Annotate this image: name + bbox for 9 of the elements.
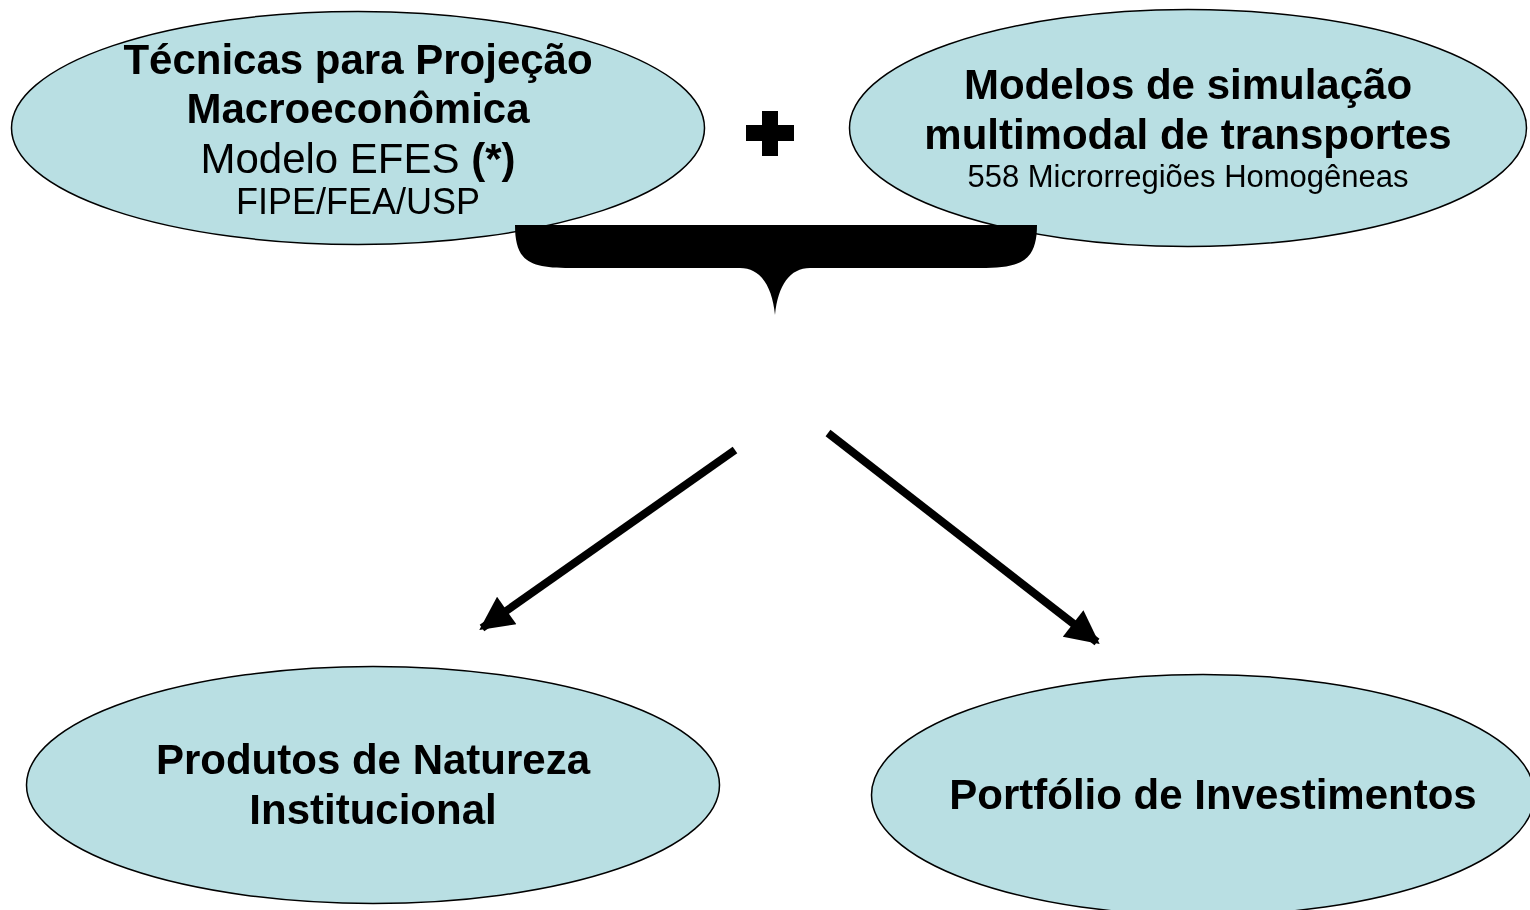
node-subtitle: Modelo EFES (*) (200, 133, 516, 184)
node-title: Modelos de simulação multimodal de transportes (923, 60, 1453, 160)
node-subtitle: FIPE/FEA/USP (235, 183, 481, 222)
arrow (825, 429, 1100, 646)
node-title: Portfólio de Investimentos (949, 770, 1477, 820)
node-subtitle: 558 Microrregiões Homogêneas (967, 159, 1409, 196)
node-title: Técnicas para Projeção Macroeconômica (122, 34, 594, 134)
node-title: Produtos de Natureza Institucional (154, 735, 592, 835)
arrow (479, 446, 738, 632)
